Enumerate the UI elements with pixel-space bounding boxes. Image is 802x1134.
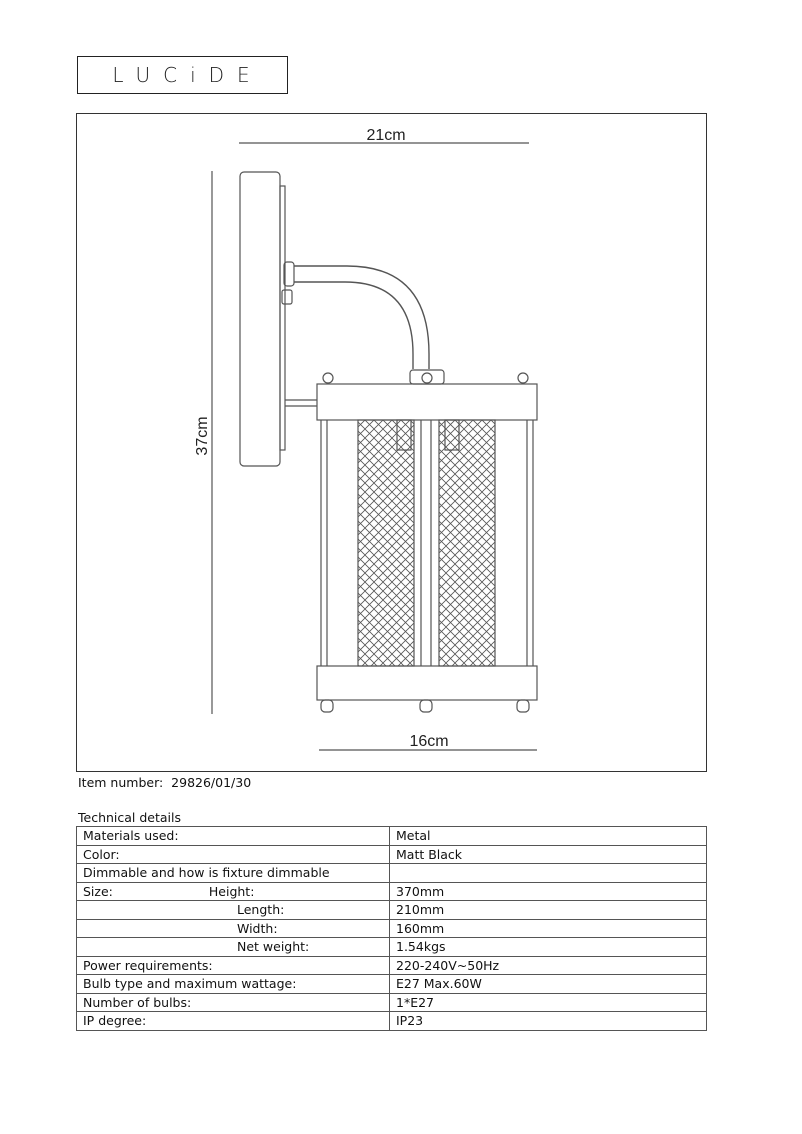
spec-label-cell: Power requirements: bbox=[76, 955, 390, 975]
spec-value: 160mm bbox=[389, 918, 707, 938]
spec-label-cell: Dimmable and how is fixture dimmable bbox=[76, 863, 390, 883]
spec-label-cell: Materials used: bbox=[76, 826, 390, 846]
wall-plate-edge bbox=[279, 185, 286, 451]
spec-label: Dimmable and how is fixture dimmable bbox=[83, 865, 330, 881]
spec-label-cell: IP degree: bbox=[76, 1011, 390, 1031]
spec-sublabel: Height: bbox=[208, 883, 255, 899]
lamp-drawing-svg: 21cm 37cm 16cm bbox=[194, 127, 538, 751]
spec-label: Size: bbox=[83, 883, 113, 899]
spec-sublabel: Length: bbox=[237, 902, 285, 918]
technical-details-title: Technical details bbox=[78, 810, 182, 825]
spec-label-cell: Net weight: bbox=[76, 937, 390, 957]
lantern-top bbox=[316, 383, 538, 421]
spec-row: Width: 160mm bbox=[76, 918, 707, 938]
spec-label-cell: Length: bbox=[76, 900, 390, 920]
spec-row: Number of bulbs: 1*E27 bbox=[76, 992, 707, 1012]
item-number-value: 29826/01/30 bbox=[171, 775, 252, 790]
spec-label: IP degree: bbox=[83, 1013, 147, 1029]
spec-label: Number of bulbs: bbox=[83, 994, 192, 1010]
spec-row: Power requirements: 220-240V~50Hz bbox=[76, 955, 707, 975]
lantern-bottom bbox=[316, 665, 538, 701]
spec-label: Color: bbox=[83, 846, 120, 862]
spec-label-cell: Size: Height: bbox=[76, 881, 390, 901]
spec-row: Materials used: Metal bbox=[76, 826, 707, 846]
spec-value: 1*E27 bbox=[389, 992, 707, 1012]
spec-value: Metal bbox=[389, 826, 707, 846]
spec-sublabel: Net weight: bbox=[237, 939, 310, 955]
spec-value: 220-240V~50Hz bbox=[389, 955, 707, 975]
spec-row: IP degree: IP23 bbox=[76, 1011, 707, 1031]
spec-label-cell: Bulb type and maximum wattage: bbox=[76, 974, 390, 994]
spec-row: Length: 210mm bbox=[76, 900, 707, 920]
spec-label-cell: Width: bbox=[76, 918, 390, 938]
technical-drawing: 21cm 37cm 16cm bbox=[76, 113, 707, 772]
mesh-panel-left bbox=[357, 419, 415, 667]
spec-row: Color: Matt Black bbox=[76, 844, 707, 864]
spec-row: Bulb type and maximum wattage: E27 Max.60… bbox=[76, 974, 707, 994]
dimension-label-height: 37cm bbox=[194, 416, 211, 455]
spec-label: Bulb type and maximum wattage: bbox=[83, 976, 297, 992]
mesh-panel-right bbox=[438, 419, 496, 667]
dimension-label-width-bottom: 16cm bbox=[409, 733, 448, 750]
spec-value: IP23 bbox=[389, 1011, 707, 1031]
spec-value: 210mm bbox=[389, 900, 707, 920]
spec-label-cell: Number of bulbs: bbox=[76, 992, 390, 1012]
spec-value: Matt Black bbox=[389, 844, 707, 864]
spec-value bbox=[389, 863, 707, 883]
spec-row: Dimmable and how is fixture dimmable bbox=[76, 863, 707, 883]
spec-row: Net weight: 1.54kgs bbox=[76, 937, 707, 957]
dimension-label-width-top: 21cm bbox=[366, 127, 405, 144]
item-number: Item number: 29826/01/30 bbox=[78, 775, 251, 790]
spec-row: Size: Height: 370mm bbox=[76, 881, 707, 901]
spec-value: 1.54kgs bbox=[389, 937, 707, 957]
spec-label: Materials used: bbox=[83, 828, 179, 844]
item-number-label: Item number: bbox=[78, 775, 164, 790]
brand-logo: LUCiDE bbox=[77, 56, 288, 94]
spec-label-cell: Color: bbox=[76, 844, 390, 864]
wall-plate bbox=[239, 171, 281, 467]
spec-value: E27 Max.60W bbox=[389, 974, 707, 994]
spec-value: 370mm bbox=[389, 881, 707, 901]
arm bbox=[294, 265, 430, 369]
logo-text: LUCiDE bbox=[112, 63, 263, 87]
spec-sublabel: Width: bbox=[237, 920, 278, 936]
spec-label: Power requirements: bbox=[83, 957, 213, 973]
